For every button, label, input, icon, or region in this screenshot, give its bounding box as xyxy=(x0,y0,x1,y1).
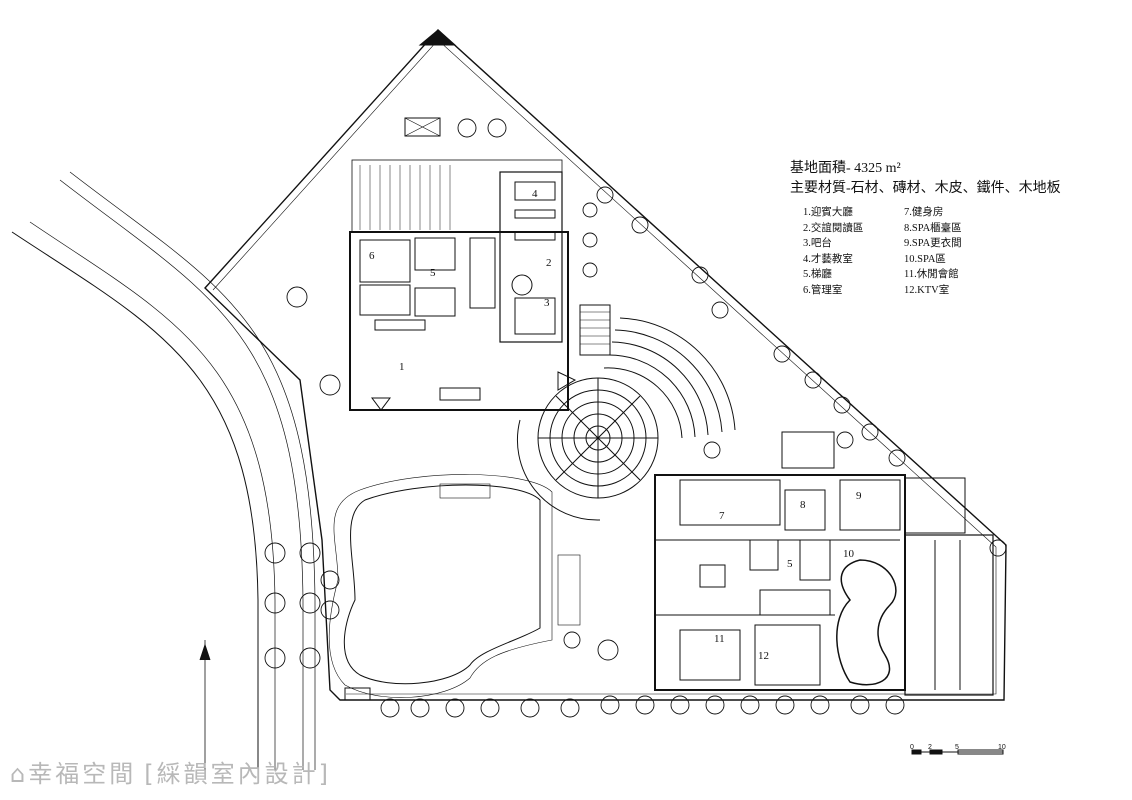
site-boundary xyxy=(204,29,1007,701)
watermark-designer: [綵韻室內設計] xyxy=(144,760,331,788)
legend-item: 3.吧台 xyxy=(803,238,832,250)
legend-item: 1.迎賓大廳 xyxy=(803,207,853,218)
legend-item: 4.才藝教室 xyxy=(803,253,853,265)
garden-lawn xyxy=(343,484,541,685)
legend-item: 9.SPA更衣間 xyxy=(904,238,962,250)
legend-item: 11.休閒會館 xyxy=(904,269,959,281)
room-number-5: 5 xyxy=(430,267,436,279)
scale-bar xyxy=(911,749,1004,755)
watermark: ⌂幸福空間[綵韻室內設計] xyxy=(10,754,331,789)
scale-label: 10 xyxy=(998,744,1006,751)
legend-item: 8.SPA櫃臺區 xyxy=(904,222,962,234)
circular-plaza xyxy=(516,377,659,521)
building-north xyxy=(349,231,569,411)
road-outer xyxy=(11,231,259,770)
room-number-10: 10 xyxy=(843,548,855,560)
room-number-2: 2 xyxy=(546,257,552,269)
scale-label: 2 xyxy=(928,744,932,751)
legend-right-column: 7.健身房 8.SPA櫃臺區 9.SPA更衣間 10.SPA區 11.休閒會館 … xyxy=(904,205,962,299)
site-area-title: 基地面積- 4325 m² xyxy=(790,161,901,176)
room-number-6: 6 xyxy=(369,250,375,262)
room-number-11: 11 xyxy=(714,633,725,645)
room-number-8: 8 xyxy=(800,499,806,511)
room-number-3: 3 xyxy=(544,297,550,309)
legend-item: 12.KTV室 xyxy=(904,284,950,296)
scale-label: 0 xyxy=(910,744,914,751)
room-number-7: 7 xyxy=(719,510,725,522)
watermark-brand: 幸福空間 xyxy=(28,760,137,788)
spa-curved-wall xyxy=(836,559,897,686)
legend-item: 10.SPA區 xyxy=(904,253,946,265)
trees xyxy=(264,118,1007,718)
room-number-12: 12 xyxy=(758,650,769,662)
room-numbers: 1 2 3 4 5 6 7 8 9 10 11 12 5 xyxy=(369,188,862,662)
room-number-1: 1 xyxy=(399,361,405,373)
scale-label: 5 xyxy=(955,744,959,751)
room-number-5b: 5 xyxy=(787,558,793,570)
materials-text: 主要材質-石材、磚材、木皮、鐵件、木地板 xyxy=(790,181,1061,196)
legend-left-column: 1.迎賓大廳 2.交誼閱讀區 3.吧台 4.才藝教室 5.梯廳 6.管理室 xyxy=(803,205,863,299)
room-number-9: 9 xyxy=(856,490,862,502)
legend-item: 7.健身房 xyxy=(904,207,944,218)
legend-item: 5.梯廳 xyxy=(803,269,832,281)
room-number-4: 4 xyxy=(532,188,538,200)
legend-item: 6.管理室 xyxy=(803,284,843,296)
house-icon: ⌂ xyxy=(10,760,29,788)
legend-item: 2.交誼閱讀區 xyxy=(803,222,864,234)
